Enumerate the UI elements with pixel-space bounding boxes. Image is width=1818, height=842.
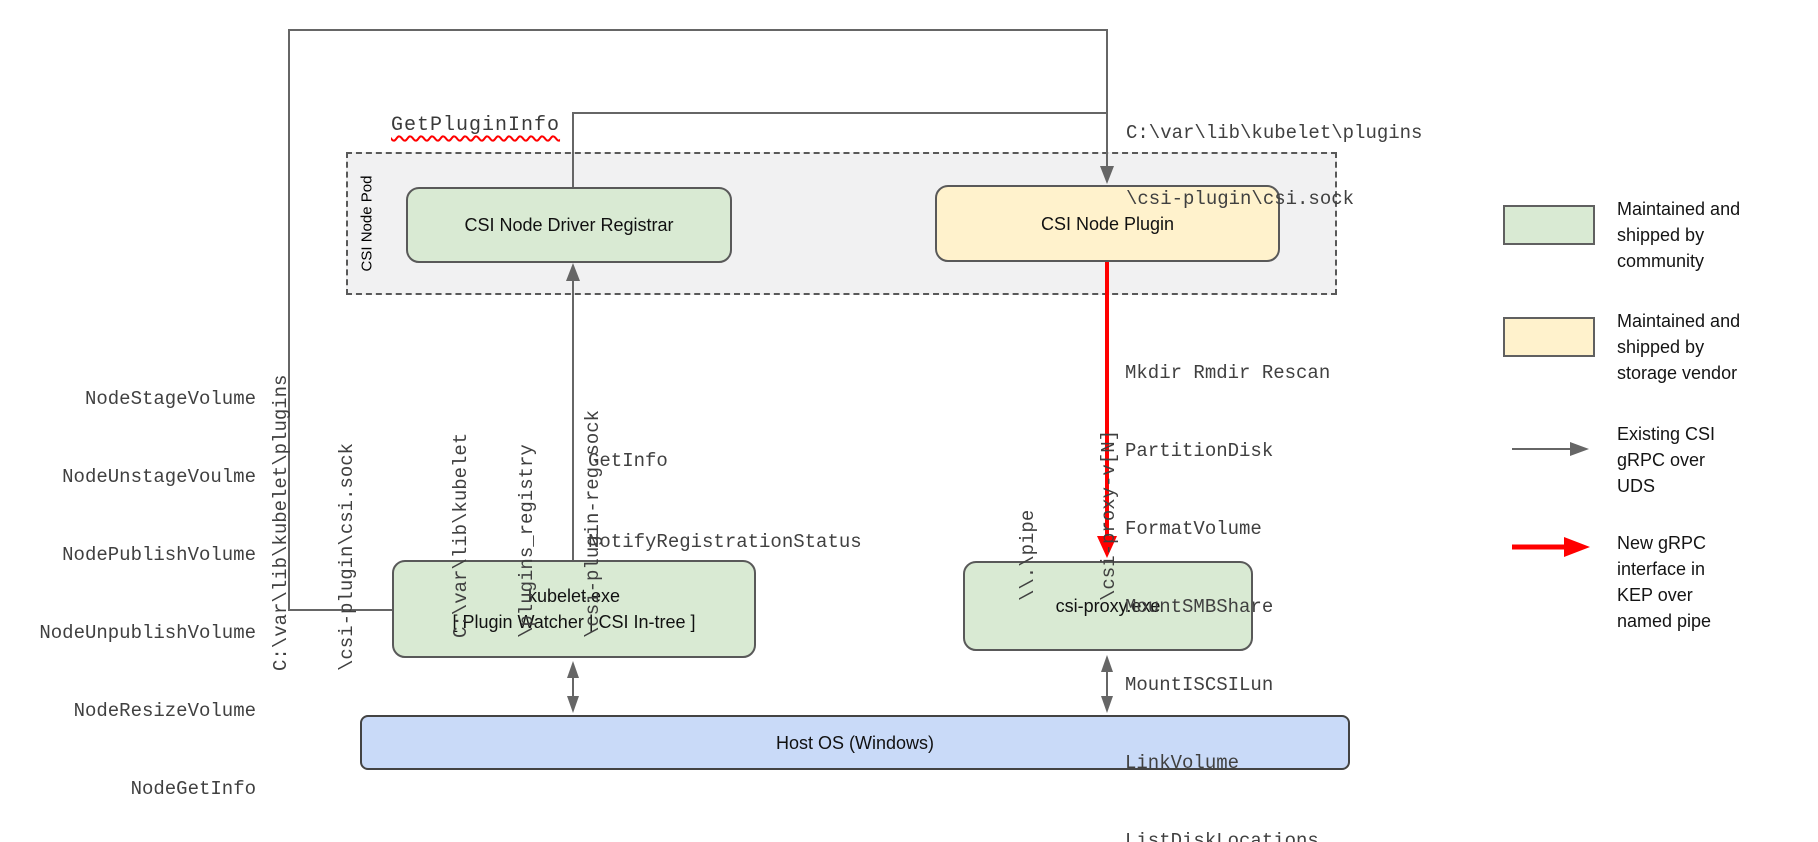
csi-sock-vertical-line2: \csi-plugin\csi.sock xyxy=(336,442,358,671)
proxy-call-item: MountISCSILun xyxy=(1125,674,1274,696)
arrow-down-icon xyxy=(567,696,579,713)
host-os-label: Host OS (Windows) xyxy=(775,732,935,753)
kubelet-label-line2: [ Plugin Watcher | CSI In-tree ] xyxy=(452,612,696,632)
gray-arrow-icon xyxy=(1570,442,1589,456)
host-os-box: Host OS (Windows) xyxy=(360,715,1350,770)
legend-line: KEP over xyxy=(1617,585,1693,605)
arrow-down-icon xyxy=(1101,696,1113,713)
legend-line: named pipe xyxy=(1617,611,1712,631)
legend-line: interface in xyxy=(1617,559,1706,579)
legend-line: UDS xyxy=(1617,476,1656,496)
csi-sock-vertical-line1: C:\var\lib\kubelet\plugins xyxy=(270,374,292,671)
node-call-item: NodeUnpublishVolume xyxy=(39,622,256,644)
csi-sock-path-label: C:\var\lib\kubelet\plugins \csi-plugin\c… xyxy=(1126,78,1422,254)
registrar-calls-list: GetInfo NotifyRegistrationStatus xyxy=(588,394,862,610)
legend-line: shipped by xyxy=(1617,337,1705,357)
proxy-calls-list: Mkdir Rmdir Rescan PartitionDisk FormatV… xyxy=(1125,308,1330,842)
proxy-call-item: FormatVolume xyxy=(1125,518,1262,540)
registrar-call-item: GetInfo xyxy=(588,450,668,472)
arrow-up-icon xyxy=(1101,655,1113,672)
csi-node-driver-registrar-label: CSI Node Driver Registrar xyxy=(464,215,674,235)
red-arrow-icon xyxy=(1564,537,1590,557)
legend-named-pipe-arrow xyxy=(1512,537,1590,557)
getplugininfo-label: GetPluginInfo xyxy=(391,114,561,137)
proxy-call-item: PartitionDisk xyxy=(1125,440,1274,462)
pipe-vertical-line2: \csi-proxy-v[N] xyxy=(1098,429,1120,601)
kubelet-hostos-double-arrow xyxy=(567,661,579,713)
legend-uds-arrow xyxy=(1512,442,1589,456)
csi-sock-path-line2: \csi-plugin\csi.sock xyxy=(1126,188,1355,210)
legend-vendor-text: Maintained and shipped by storage vendor xyxy=(1617,308,1740,386)
proxy-call-item: ListDiskLocations xyxy=(1125,830,1319,842)
csi-node-driver-registrar-box: CSI Node Driver Registrar xyxy=(406,187,732,263)
legend-uds-text: Existing CSI gRPC over UDS xyxy=(1617,421,1715,499)
legend-line: Maintained and xyxy=(1617,311,1741,331)
legend-line: Maintained and xyxy=(1617,199,1741,219)
legend-line: community xyxy=(1617,251,1705,271)
legend-named-pipe-text: New gRPC interface in KEP over named pip… xyxy=(1617,530,1711,634)
proxy-call-item: MountSMBShare xyxy=(1125,596,1274,618)
reg-sock-vertical-line1: C:\var\lib\kubelet xyxy=(450,432,472,638)
proxy-call-item: Mkdir Rmdir Rescan xyxy=(1125,362,1331,384)
legend-line: New gRPC xyxy=(1617,533,1707,553)
legend-community-swatch xyxy=(1503,205,1595,245)
node-calls-list: NodeStageVolume NodeUnstageVoulme NodePu… xyxy=(20,334,256,842)
legend-vendor-swatch xyxy=(1503,317,1595,357)
node-call-item: NodeStageVolume xyxy=(84,388,256,410)
proxy-call-item: LinkVolume xyxy=(1125,752,1240,774)
node-call-item: NodeResizeVolume xyxy=(73,700,256,722)
arrow-up-icon xyxy=(567,661,579,678)
registrar-call-item: NotifyRegistrationStatus xyxy=(588,531,862,553)
csiproxy-hostos-double-arrow xyxy=(1101,655,1113,713)
legend-line: Existing CSI xyxy=(1617,424,1716,444)
csi-node-pod-label-wrapper: CSI Node Pod xyxy=(346,152,388,295)
legend-line: shipped by xyxy=(1617,225,1705,245)
node-call-item: NodePublishVolume xyxy=(62,544,256,566)
node-call-item: NodeUnstageVoulme xyxy=(62,466,256,488)
legend-line: gRPC over xyxy=(1617,450,1706,470)
node-call-item: NodeGetInfo xyxy=(130,778,256,800)
reg-sock-vertical-line2: \plugins_registry xyxy=(516,444,538,638)
csi-sock-path-line1: C:\var\lib\kubelet\plugins xyxy=(1126,122,1423,144)
pipe-vertical-line1: \\.\pipe xyxy=(1017,509,1039,601)
legend-line: storage vendor xyxy=(1617,363,1738,383)
csi-node-pod-label: CSI Node Pod xyxy=(358,175,376,272)
csi-sock-vertical-label: C:\var\lib\kubelet\plugins \csi-plugin\c… xyxy=(226,371,402,671)
legend-community-text: Maintained and shipped by community xyxy=(1617,196,1740,274)
